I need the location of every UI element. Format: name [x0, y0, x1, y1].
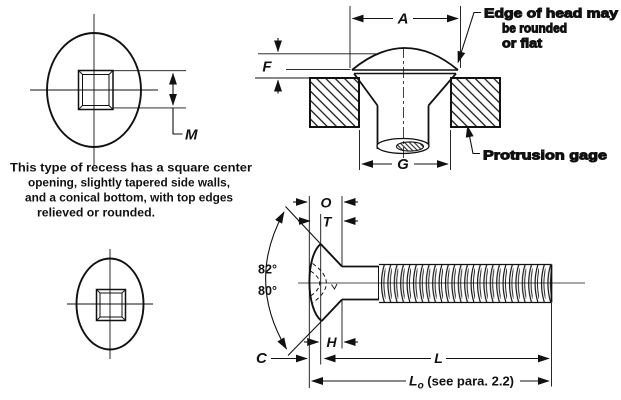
dim-o-label: O	[321, 195, 332, 211]
dim-lo-sub: o	[418, 381, 424, 392]
recess-hidden-tick	[331, 283, 338, 290]
shank-break-section	[395, 141, 425, 152]
recess-hidden-arc-inner	[310, 270, 321, 297]
caption-line-3: and a conical bottom, with top edges	[25, 191, 233, 205]
caption-line-1: This type of recess has a square center	[10, 161, 252, 175]
head-cone-right	[427, 72, 457, 107]
recess-square-inner	[99, 292, 123, 318]
edge-note-line-2: be rounded	[502, 21, 567, 36]
head-cone-bottom	[321, 298, 343, 322]
dim-f-label: F	[262, 59, 272, 76]
recess-top-view: M	[30, 14, 198, 166]
dim-t-label: T	[323, 214, 333, 230]
gage-leader	[465, 125, 480, 155]
protrusion-gage-label: Protrusion gage	[483, 148, 607, 163]
recess-square-outer	[77, 69, 114, 111]
gage-block-right	[450, 77, 501, 128]
dim-lo-rest: (see para. 2.2)	[424, 374, 514, 389]
dim-g-label: G	[397, 156, 409, 173]
dim-h-label: H	[326, 334, 337, 350]
caption-line-2: opening, slightly tapered side walls,	[28, 176, 230, 190]
head-cone-left	[353, 72, 379, 107]
recess-corner-ticks	[78, 70, 114, 110]
bolt-side-view: 82° 80° O T H C L Lo (see para. 2.2)	[256, 195, 585, 392]
thread-body	[379, 264, 552, 303]
head-cone-top	[320, 243, 343, 268]
recess-square-inner	[82, 74, 110, 106]
recess-bottom-view	[67, 249, 153, 359]
gage-block-left	[309, 77, 360, 128]
recess-caption: This type of recess has a square center …	[10, 161, 252, 220]
dim-a-label: A	[397, 11, 409, 28]
angle-82-label: 82°	[258, 263, 277, 277]
m-leader	[172, 107, 183, 135]
head-crown-arc	[351, 47, 459, 71]
dim-l-label: L	[434, 350, 443, 366]
recess-square-outer	[95, 288, 127, 322]
angle-80-label: 80°	[258, 284, 277, 298]
caption-line-4: relieved or rounded.	[37, 206, 155, 220]
countersink-section-view: A F G Edge of head may be rounded or fla…	[255, 5, 619, 173]
recess-corner-ticks	[96, 289, 126, 321]
dim-c-label: C	[256, 350, 268, 367]
edge-note-line-1: Edge of head may	[484, 6, 619, 21]
dim-lo-main: L	[409, 373, 418, 389]
edge-note-leader	[457, 11, 481, 64]
angle-line-lower	[287, 320, 323, 356]
angle-line-upper	[285, 206, 322, 245]
dim-m-label: M	[185, 127, 198, 144]
dim-lo-label: Lo (see para. 2.2)	[409, 373, 514, 392]
angle-arc	[265, 211, 287, 350]
recess-hidden-arc-outer	[312, 263, 327, 303]
edge-note-line-3: or flat	[502, 36, 543, 51]
